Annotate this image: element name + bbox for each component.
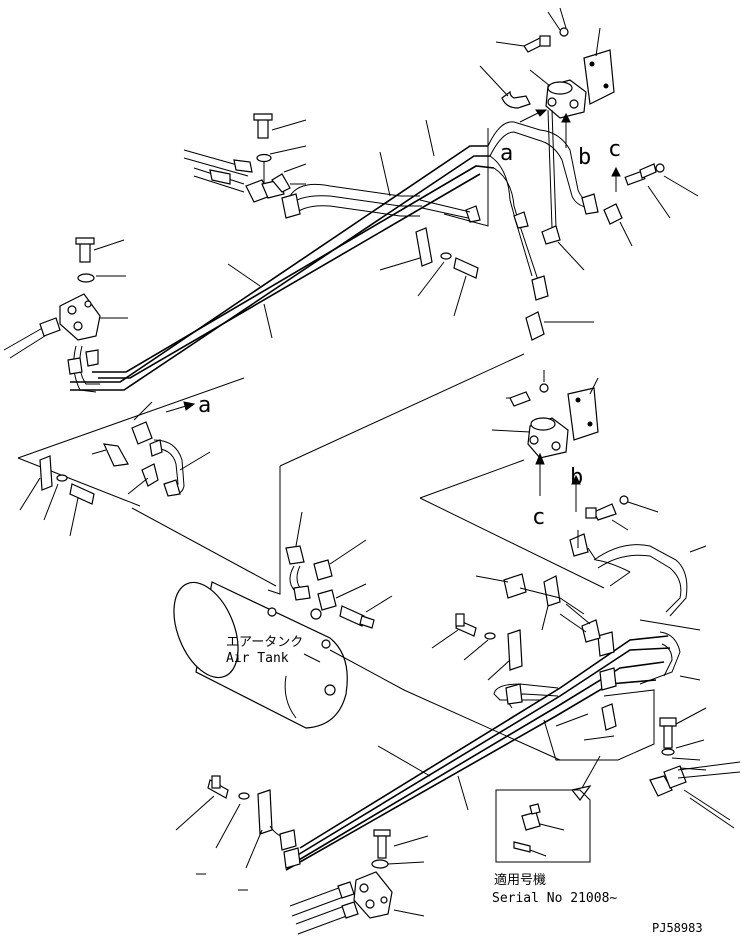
callout-a-left-text: a <box>198 393 211 418</box>
middle-valve-assembly: b c <box>491 370 659 531</box>
tank-top-fittings <box>131 353 605 629</box>
drawing-id: PJ58983 <box>652 921 703 935</box>
lower-middle-bracket-set <box>431 613 523 681</box>
detail-inset: 適用号機 Serial No 21008~ <box>492 789 617 906</box>
top-left-tee-assembly <box>183 113 435 203</box>
bottom-relay-valve <box>175 775 429 935</box>
detail-label-jp: 適用号機 <box>494 872 546 888</box>
pipe-clamp-bracket <box>379 227 479 317</box>
callout-c-middle-text: c <box>532 505 545 530</box>
top-valve-assembly <box>479 7 615 271</box>
detail-serial: Serial No 21008~ <box>492 891 617 906</box>
air-tank: エアータンク Air Tank <box>173 581 561 761</box>
callout-b-middle-text: b <box>570 465 583 490</box>
upper-pipe-bundle <box>70 121 599 391</box>
callout-a-top-text: a <box>500 141 513 166</box>
middle-left-cluster <box>17 377 245 537</box>
detail-pointer-box <box>543 689 741 829</box>
c-fittings <box>603 163 699 247</box>
lower-pipe-bundle <box>285 573 701 871</box>
callout-arrow-a-left: a <box>165 393 211 418</box>
tank-label-jp: エアータンク <box>226 635 303 650</box>
mid-right-fittings <box>525 311 707 617</box>
left-relay-valve <box>3 237 273 393</box>
tank-label-en: Air Tank <box>226 651 289 666</box>
callout-b-top-text: b <box>578 145 591 170</box>
callout-c-top-text: c <box>608 137 621 162</box>
